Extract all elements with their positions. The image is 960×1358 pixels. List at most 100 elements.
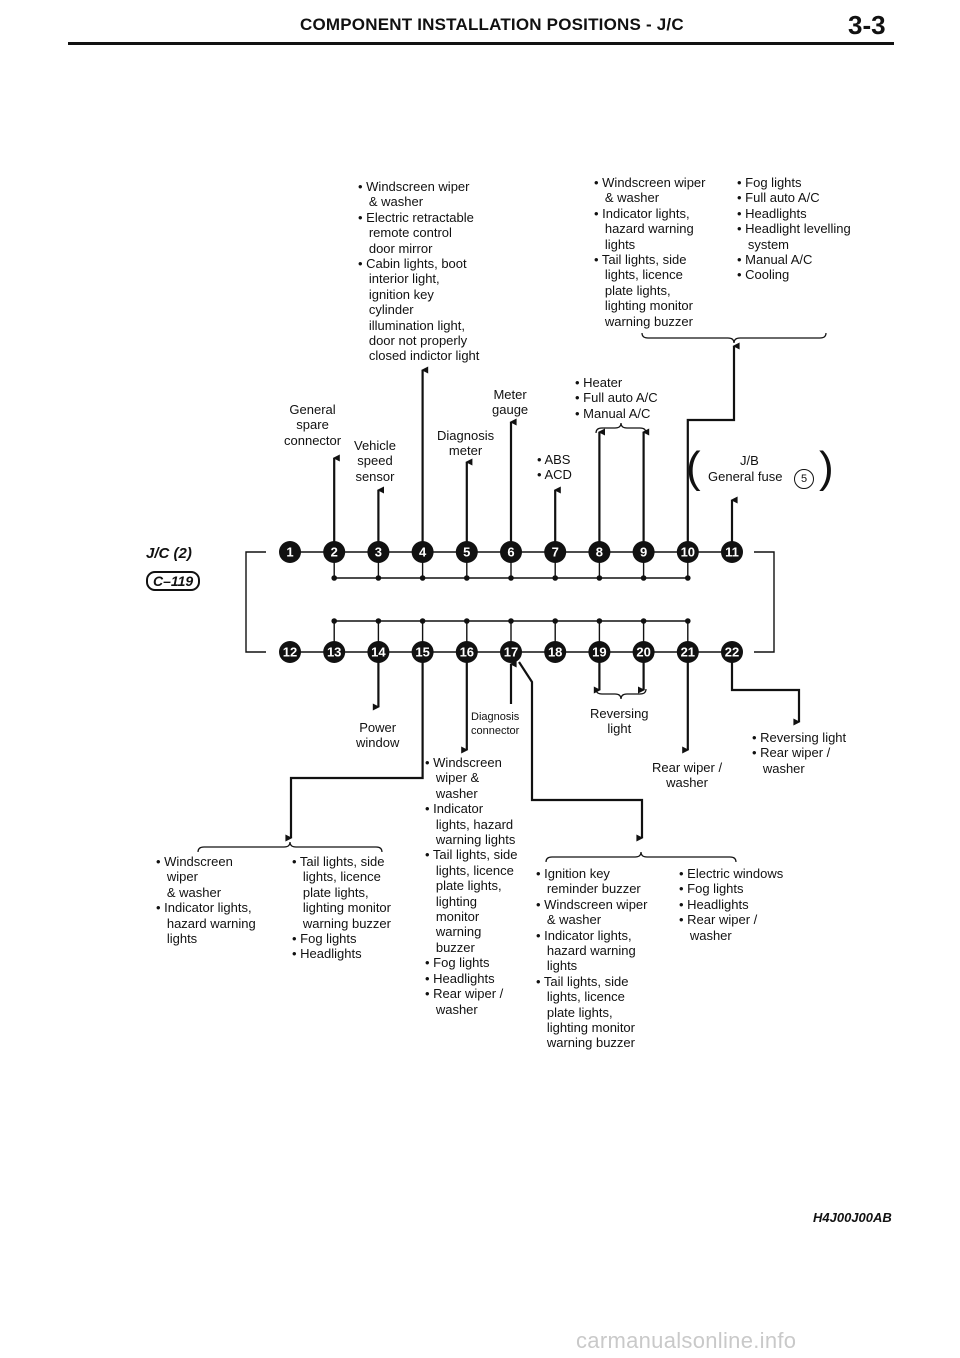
junction-dot-bottom-14 [375,618,382,624]
label-windscreen-right: • Windscreen wiper & washer • Indicator … [594,175,706,329]
pin-5-badge [455,541,478,563]
label-windscreen-left: • Windscreen wiper & washer • Indicator … [156,854,256,947]
label-windscreen-top: • Windscreen wiper & washer • Electric r… [358,179,480,364]
label-ignition-key: • Ignition key reminder buzzer • Windscr… [536,866,648,1051]
junction-connector-name: J/C (2) [146,545,192,562]
figure-code: H4J00J00AB [813,1210,892,1225]
pin-12-badge [279,641,301,663]
pin-9-badge [632,541,655,563]
junction-dot-bottom-13 [331,618,338,624]
label-meter-gauge: Meter gauge [492,387,529,418]
pin-7-label: 7 [552,545,559,560]
junction-dot-top-9 [640,575,647,581]
pin-20-label: 20 [636,645,650,660]
pin-20-badge [632,641,655,663]
pin-6-badge [500,541,522,563]
frame-left [245,551,266,653]
page-title: COMPONENT INSTALLATION POSITIONS - J/C [300,15,684,34]
label-vehicle-speed-sensor: Vehicle speed sensor [354,438,396,484]
pin-18-label: 18 [548,645,562,660]
junction-dot-top-7 [552,575,558,581]
pin-8-badge [588,541,611,563]
junction-dot-bottom-17 [508,618,514,624]
pin-3-label: 3 [375,545,382,560]
junction-dot-bottom-20 [640,618,647,624]
pin-7-badge [544,541,567,563]
label-windscreen-mid: • Windscreen wiper & washer • Indicator … [425,755,518,1017]
pin-11-badge [721,541,743,563]
jb-fuse-number: 5 [794,469,814,489]
pin-22-badge [721,641,743,663]
label-diagnosis-meter: Diagnosis meter [437,428,495,459]
label-rear-wiper: Rear wiper / washer [652,760,723,791]
wire-pin-15-windscreen [285,662,424,842]
label-reversing-rear: • Reversing light • Rear wiper / washer [752,730,847,776]
label-jb-title: J/B [740,453,759,468]
junction-dot-bottom-19 [596,618,603,624]
pin-16-label: 16 [460,645,474,660]
pin-3-badge [367,541,390,563]
junction-dot-top-5 [464,575,470,581]
pin-2-label: 2 [331,545,338,560]
brace-heater [595,422,647,434]
pin-12-label: 12 [283,645,297,660]
pin-6-label: 6 [507,545,514,560]
pin-14-label: 14 [371,645,386,660]
pin-21-label: 21 [681,645,695,660]
junction-dot-top-3 [375,575,382,581]
wire-pin-10-fog [686,342,740,542]
pin-16-badge [455,641,478,663]
pin-17-label: 17 [504,645,518,660]
pin-9-label: 9 [640,545,647,560]
pin-22-label: 22 [725,645,739,660]
wire-pin-22-reversing-rear [730,662,801,726]
junction-dot-bottom-16 [464,618,470,624]
wire-pin-17-ignition [518,661,644,842]
junction-dot-top-2 [331,575,338,581]
brace-lower-left [197,841,383,853]
jb-right-paren: ) [819,443,834,492]
frame-right [754,551,775,653]
pin-19-badge [588,641,611,663]
pin-10-label: 10 [681,545,695,560]
junction-dot-bottom-21 [685,618,691,624]
pin-5-label: 5 [463,545,470,560]
pin-13-badge [323,641,346,663]
page-number: 3-3 [848,10,886,40]
junction-dot-bottom-15 [419,618,426,624]
jb-left-paren: ( [686,443,701,492]
label-diagnosis-connector: Diagnosis connector [471,711,520,737]
pin-2-badge [323,541,346,563]
pin-14-badge [367,641,390,663]
pin-10-badge [676,541,699,563]
brace-reversing [595,688,647,700]
pin-15-badge [411,641,434,663]
pin-1-label: 1 [286,545,293,560]
label-fog-right: • Fog lights • Full auto A/C • Headlight… [737,175,851,283]
pin-13-label: 13 [327,645,341,660]
junction-dot-top-6 [508,575,514,581]
pin-8-label: 8 [596,545,603,560]
pin-17-badge [500,641,522,663]
pin-4-badge [411,541,434,563]
junction-dot-bottom-18 [552,618,558,624]
junction-connector-code: C–119 [146,571,201,591]
junction-dot-top-10 [685,575,691,581]
brace-lower-right [545,851,737,863]
pin-4-label: 4 [419,545,427,560]
junction-dot-top-4 [419,575,426,581]
header-rule [68,42,894,45]
label-general-spare-connector: General spare connector [284,402,342,448]
junction-dot-top-8 [596,575,603,581]
label-power-window: Power window [356,720,400,751]
label-electric-windows: • Electric windows • Fog lights • Headli… [679,866,784,943]
pin-18-badge [544,641,567,663]
label-jb-fuse: General fuse [708,469,783,484]
label-reversing-light: Reversing light [590,706,649,737]
label-heater: • Heater • Full auto A/C • Manual A/C [575,375,658,421]
pin-15-label: 15 [415,645,429,660]
pin-19-label: 19 [592,645,606,660]
pin-1-badge [279,541,301,563]
pin-11-label: 11 [725,545,739,560]
